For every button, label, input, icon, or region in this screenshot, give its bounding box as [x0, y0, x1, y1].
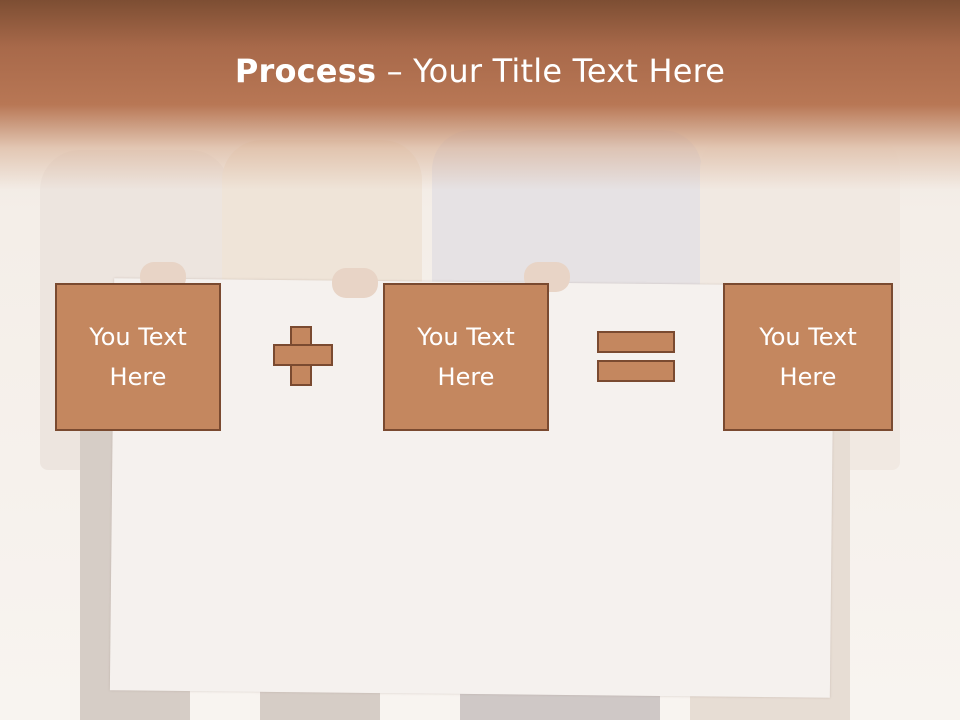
- text-box-2-line2: Here: [437, 363, 495, 391]
- text-box-3-line1: You Text: [759, 323, 857, 351]
- hand: [332, 268, 378, 298]
- text-box-3[interactable]: You Text Here: [723, 283, 893, 431]
- text-box-1-label: You Text Here: [89, 317, 187, 397]
- text-box-2[interactable]: You Text Here: [383, 283, 549, 431]
- text-box-2-line1: You Text: [417, 323, 515, 351]
- title-band: [0, 0, 960, 190]
- equals-icon-bottom-bar: [597, 360, 675, 382]
- text-box-3-label: You Text Here: [759, 317, 857, 397]
- text-box-1-line1: You Text: [89, 323, 187, 351]
- title-rest: – Your Title Text Here: [376, 52, 726, 90]
- equals-icon-top-bar: [597, 331, 675, 353]
- slide-title[interactable]: Process – Your Title Text Here: [0, 52, 960, 90]
- text-box-1-line2: Here: [109, 363, 167, 391]
- title-bold: Process: [234, 52, 377, 90]
- text-box-2-label: You Text Here: [417, 317, 515, 397]
- plus-icon-center: [292, 346, 310, 364]
- text-box-3-line2: Here: [779, 363, 837, 391]
- text-box-1[interactable]: You Text Here: [55, 283, 221, 431]
